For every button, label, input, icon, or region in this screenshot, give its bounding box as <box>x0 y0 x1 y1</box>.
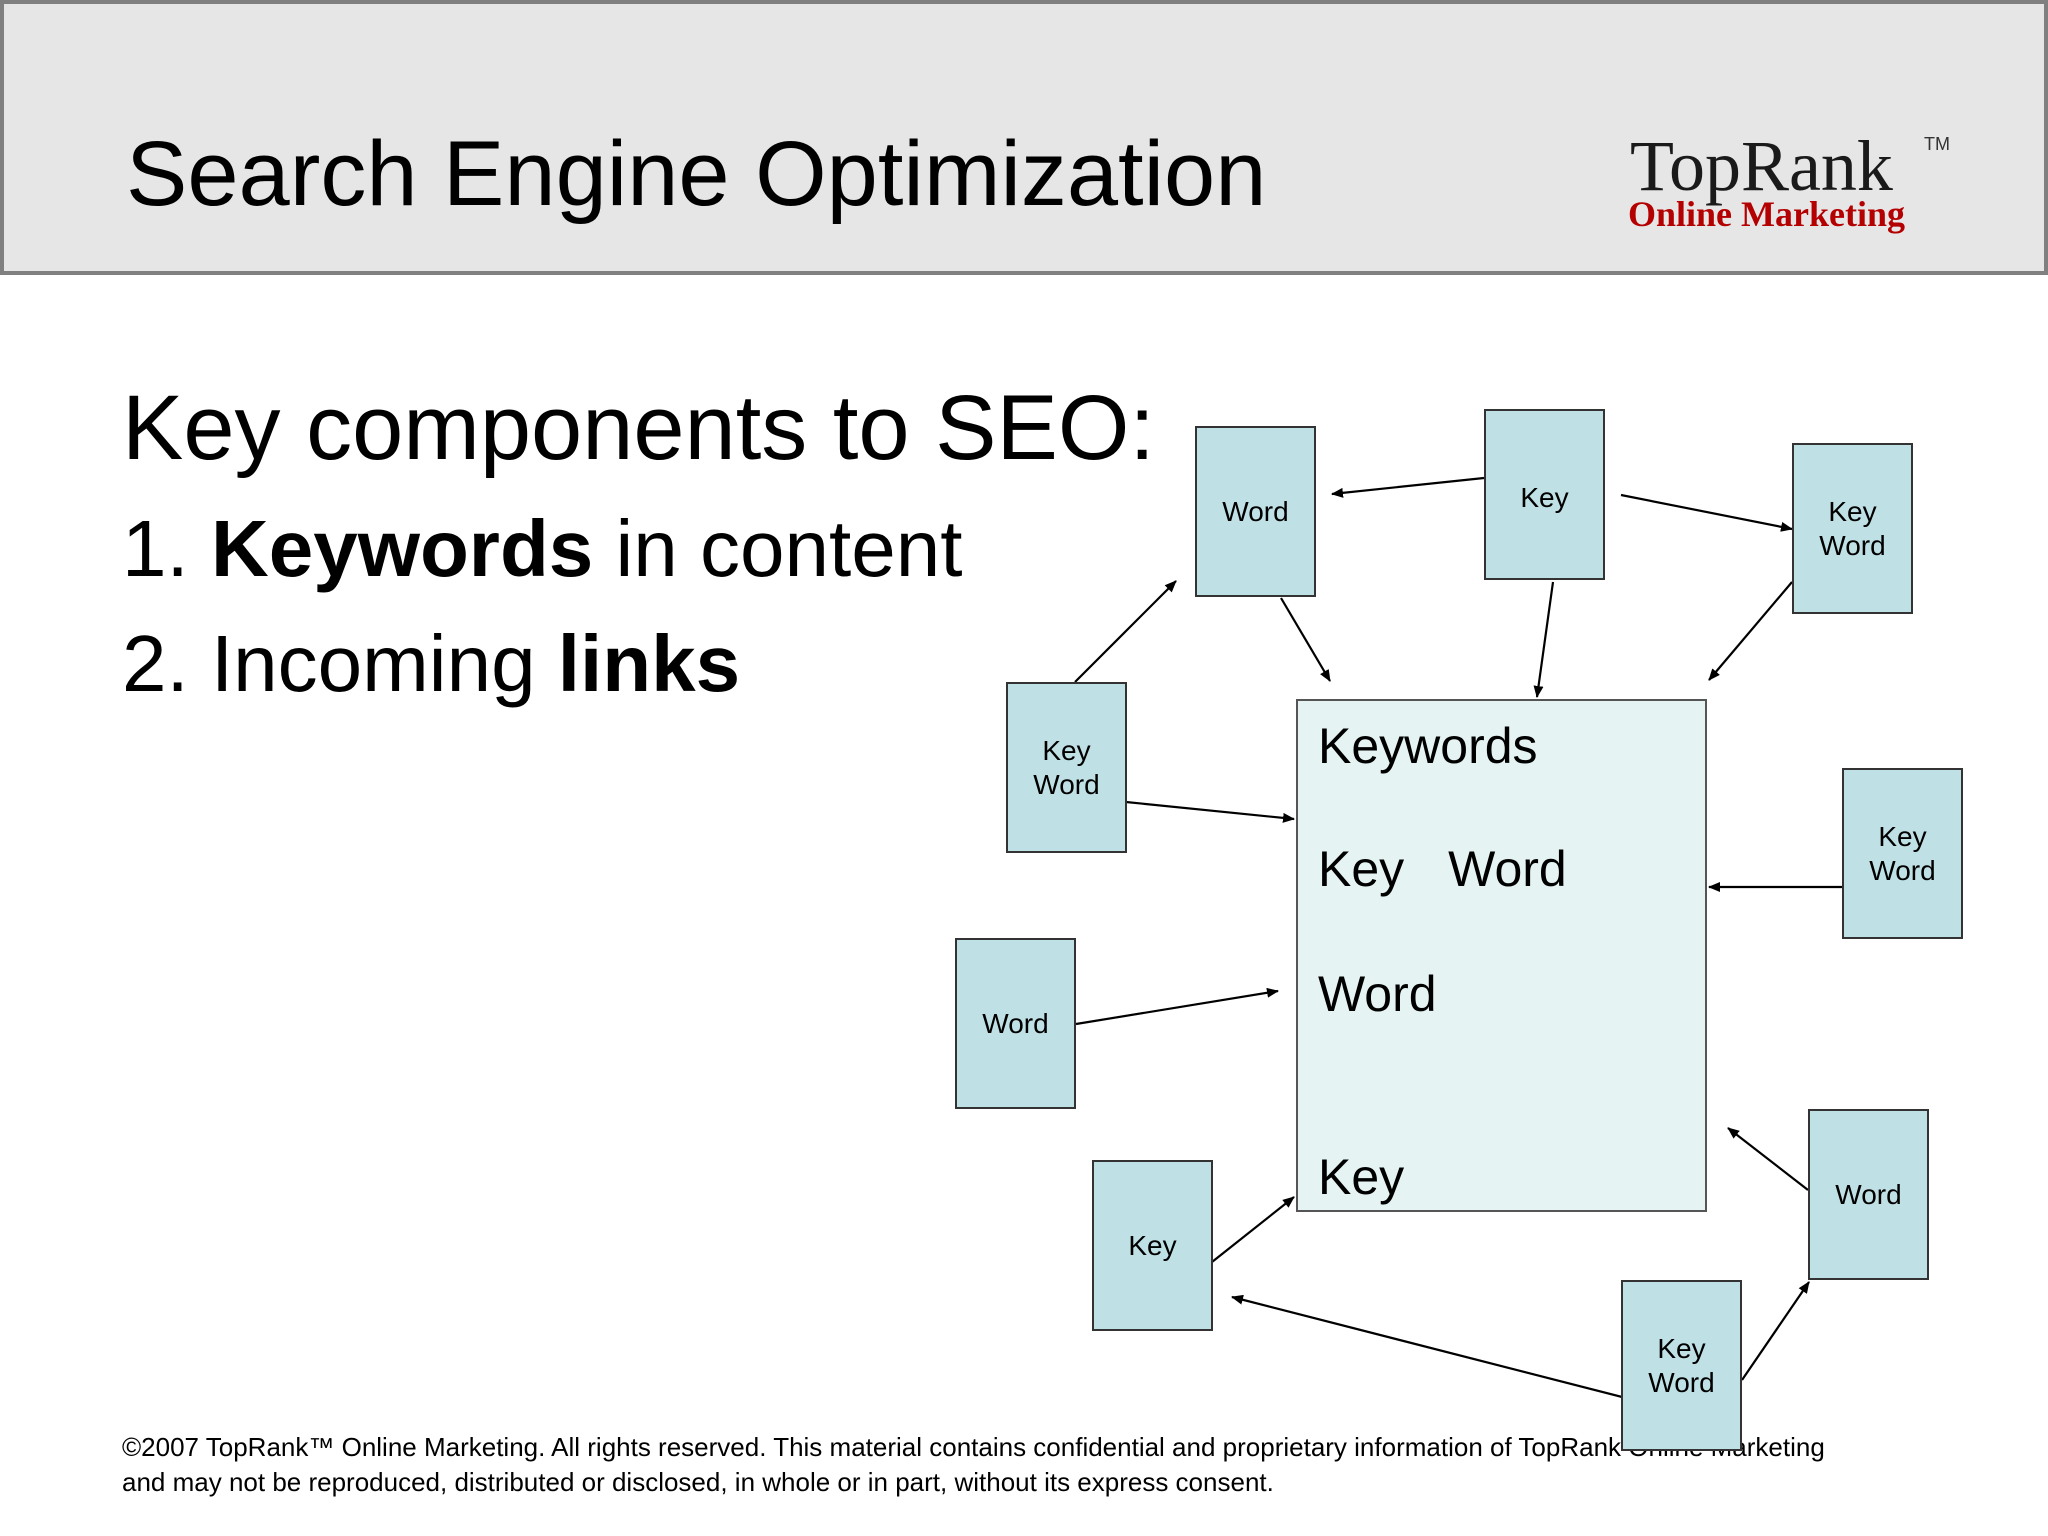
main-box-line: Keywords <box>1318 718 1538 774</box>
arrow-keyword-to-main <box>1708 581 1793 681</box>
arrow-key-to-word <box>1331 476 1485 498</box>
toprank-logo: TopRank TM Online Marketing <box>1624 124 1954 244</box>
arrow-keyword-to-main-left <box>1125 800 1295 823</box>
diagram-box-keyword-right: Key Word <box>1842 768 1963 939</box>
diagram-box-keyword-top-right: Key Word <box>1792 443 1913 614</box>
box-label: Word <box>1869 854 1936 886</box>
box-label: Key <box>1520 482 1569 513</box>
diagram-box-word-left: Word <box>955 938 1076 1109</box>
slide-header: Search Engine Optimization TopRank TM On… <box>0 0 2048 275</box>
list-bold-keywords: Keywords <box>210 504 594 593</box>
main-box-line: Key <box>1318 1149 1405 1205</box>
box-label: Key <box>1828 495 1877 527</box>
arrow-key-to-main <box>1533 581 1555 698</box>
diagram-box-key-top: Key <box>1484 409 1605 580</box>
box-label: Word <box>1648 1366 1715 1398</box>
box-label: Key <box>1878 820 1927 852</box>
main-box-word: Key <box>1318 841 1405 897</box>
main-box-line: Key Word <box>1318 844 1567 894</box>
arrow-keyword-to-word <box>1074 580 1177 683</box>
diagram-box-keyword-bottom: Key Word <box>1621 1280 1742 1451</box>
list-number: 2. <box>122 619 189 708</box>
diagram-box-key-bottom: Key <box>1092 1160 1213 1331</box>
arrow-word-right-to-main <box>1727 1127 1809 1191</box>
list-item-keywords: 1. Keywords in content <box>122 509 962 589</box>
slide-title: Search Engine Optimization <box>126 123 1267 225</box>
arrow-key-to-keyword <box>1620 493 1793 532</box>
arrow-key-bottom-to-main <box>1211 1196 1295 1263</box>
box-label: Key <box>1128 1229 1177 1261</box>
copyright-footer: ©2007 TopRank™ Online Marketing. All rig… <box>122 1432 1825 1497</box>
box-label: Word <box>1222 495 1289 527</box>
arrow-keyword-bottom-to-word <box>1741 1281 1810 1381</box>
box-label: Key <box>1042 734 1091 766</box>
box-label: Word <box>1835 1178 1902 1210</box>
content-heading: Key components to SEO: <box>122 377 1155 479</box>
box-label: Word <box>1033 768 1100 800</box>
list-text: Incoming <box>210 619 558 708</box>
main-box-line: Word <box>1318 966 1437 1022</box>
arrow-word-left-to-main <box>1075 987 1279 1026</box>
arrow-keyword-bottom-to-key <box>1231 1294 1623 1399</box>
logo-tagline: Online Marketing <box>1628 194 1905 234</box>
box-label: Word <box>1819 529 1886 561</box>
diagram-box-word-right: Word <box>1808 1109 1929 1280</box>
diagram-box-word-top: Word <box>1195 426 1316 597</box>
list-number: 1. <box>122 504 189 593</box>
arrow-word-to-main <box>1280 597 1331 682</box>
logo-brand: TopRank <box>1630 126 1893 206</box>
list-text: in content <box>593 504 963 593</box>
list-bold-links: links <box>557 619 741 708</box>
box-label: Key <box>1657 1332 1706 1364</box>
box-label: Word <box>982 1007 1049 1039</box>
list-item-links: 2. Incoming links <box>122 624 740 704</box>
logo-trademark: TM <box>1924 134 1950 154</box>
diagram-box-keyword-left: Key Word <box>1006 682 1127 853</box>
main-box-word: Word <box>1448 841 1567 897</box>
